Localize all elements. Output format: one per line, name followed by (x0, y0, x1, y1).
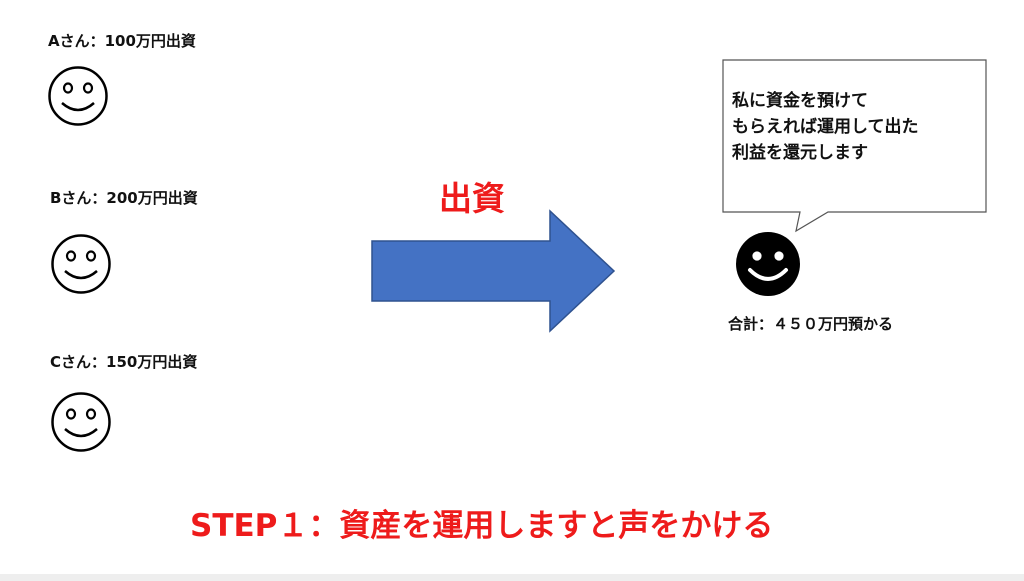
speech-line: もらえれば運用して出た (732, 117, 919, 137)
right-arrow-icon (371, 209, 616, 333)
smiley-icon (51, 392, 111, 452)
arrow-label: 出資 (439, 179, 505, 218)
smiley-filled-icon (736, 232, 800, 296)
investor-b-label: Bさん：200万円出資 (50, 189, 198, 207)
total-label: 合計：４５０万円預かる (728, 315, 894, 333)
investor-c-label: Cさん：150万円出資 (50, 353, 198, 371)
investor-a-label: Aさん：100万円出資 (48, 32, 196, 50)
speech-line: 利益を還元します (732, 143, 868, 163)
step-caption: STEP１：資産を運用しますと声をかける (190, 508, 774, 544)
speech-bubble (722, 59, 987, 233)
speech-line: 私に資金を預けて (732, 91, 868, 111)
bottom-divider (0, 574, 1024, 581)
speech-bubble-text: 私に資金を預けて もらえれば運用して出た 利益を還元します (732, 88, 919, 166)
smiley-icon (51, 234, 111, 294)
smiley-icon (48, 66, 108, 126)
